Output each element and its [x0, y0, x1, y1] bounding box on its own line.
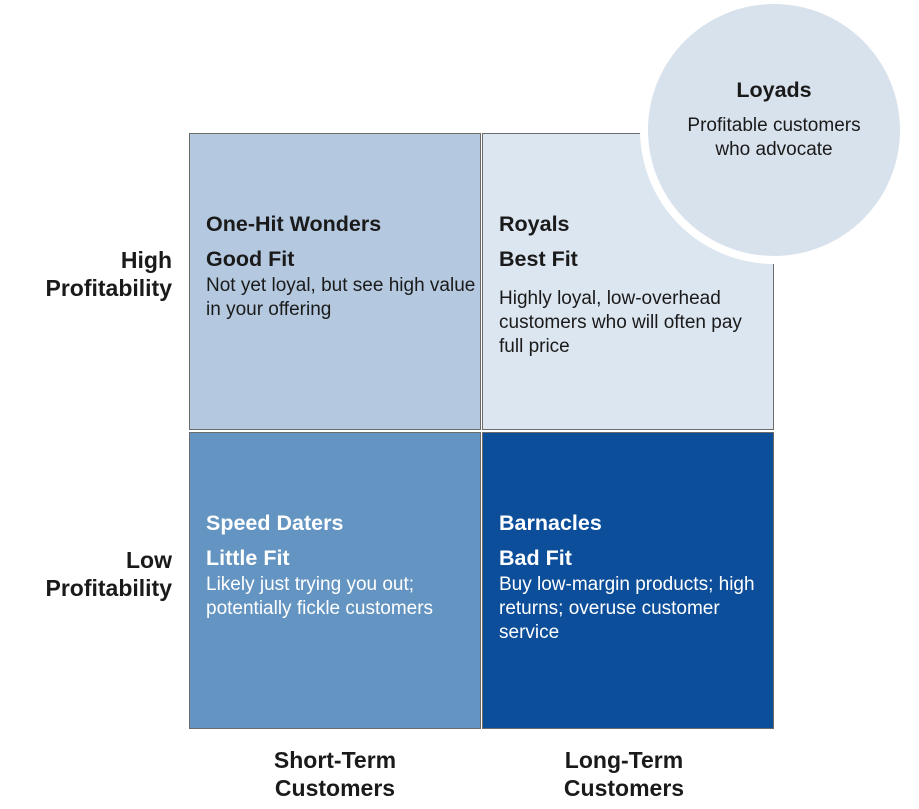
quadrant-description: Not yet loyal, but see high value in you…: [206, 275, 476, 320]
quadrant-fit: Best Fit: [499, 247, 578, 271]
y-axis-low-line1: Low: [126, 547, 172, 573]
x-axis-short-line2: Customers: [274, 775, 396, 801]
quadrant-description: Highly loyal, low-overhead customers who…: [499, 288, 742, 357]
quadrant-title: One-Hit Wonders: [206, 212, 382, 236]
x-axis-long-line1: Long-Term: [564, 747, 684, 773]
quadrant-speed-daters: Speed Daters Little Fit Likely just tryi…: [189, 432, 481, 729]
loyads-description: Profitable customers who advocate: [687, 115, 861, 160]
x-axis-long-line2: Customers: [563, 775, 685, 801]
quadrant-fit: Bad Fit: [499, 546, 572, 570]
y-axis-label-high: High Profitability: [45, 246, 172, 302]
quadrant-title: Speed Daters: [206, 511, 344, 535]
quadrant-fit: Good Fit: [206, 247, 295, 271]
quadrant-description: Buy low-margin products; high returns; o…: [499, 574, 755, 643]
loyads-title: Loyads: [736, 78, 812, 102]
x-axis-label-long-term: Long-Term Customers: [478, 746, 770, 802]
y-axis-high-line2: Profitability: [45, 275, 172, 301]
quadrant-title: Royals: [499, 212, 570, 236]
x-axis-short-line1: Short-Term: [273, 747, 397, 773]
y-axis-high-line1: High: [120, 247, 172, 273]
y-axis-low-line2: Profitability: [45, 575, 172, 601]
loyads-callout-circle: Loyads Profitable customers who advocate: [648, 4, 900, 256]
quadrant-title: Barnacles: [499, 511, 602, 535]
quadrant-description: Likely just trying you out; potentially …: [206, 574, 434, 619]
quadrant-barnacles: Barnacles Bad Fit Buy low-margin product…: [482, 432, 774, 729]
quadrant-one-hit-wonders: One-Hit Wonders Good Fit Not yet loyal, …: [189, 133, 481, 430]
y-axis-label-low: Low Profitability: [45, 546, 172, 602]
x-axis-label-short-term: Short-Term Customers: [189, 746, 481, 802]
quadrant-fit: Little Fit: [206, 546, 290, 570]
